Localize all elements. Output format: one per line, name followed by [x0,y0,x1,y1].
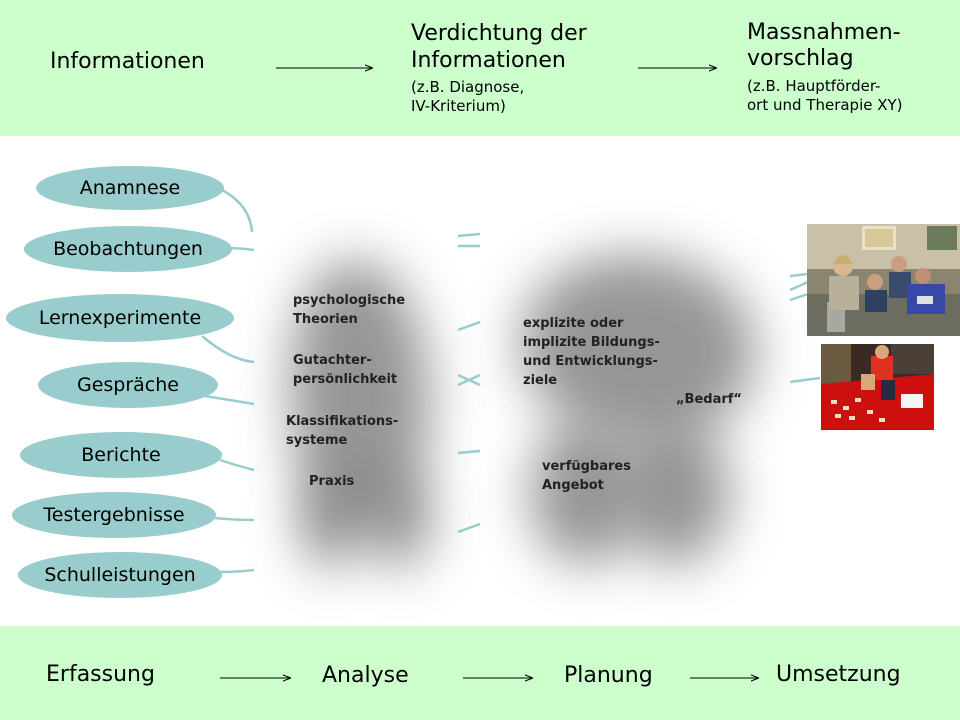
connector-mid-7 [457,522,481,534]
planning-ziele-1: explizite oder [523,316,624,331]
connector-gespraeche [204,394,255,406]
analysis-klass-2: systeme [286,433,348,448]
analysis-cloud-lobe-right [370,470,430,570]
photo-red-mat [821,344,934,430]
header-massnahmen-title-2: vorschlag [747,46,854,71]
header-massnahmen-title-1: Massnahmen- [747,20,901,45]
connector-berichte [219,458,255,472]
connector-lernexperimente [201,335,255,364]
photo-classroom [807,224,960,336]
header-informationen: Informationen [50,49,205,74]
source-schulleistungen: Schulleistungen [18,552,222,598]
header-massnahmen-sub-1: (z.B. Hauptförder- [747,77,881,95]
analysis-praxis: Praxis [309,474,355,489]
connector-mid-3 [457,320,481,332]
analysis-klass-1: Klassifikations- [286,414,399,429]
header-massnahmen-sub-2: ort und Therapie XY) [747,96,903,114]
connector-right-2 [789,280,809,292]
source-gespraeche: Gespräche [38,362,218,408]
source-berichte: Berichte [20,432,222,478]
footer-planung: Planung [564,663,653,688]
header-band [0,0,960,136]
analysis-gutachter-1: Gutachter- [293,353,372,368]
connector-right-1 [789,272,809,278]
analysis-psych-2: Theorien [293,312,358,327]
connector-schulleistungen [219,568,255,574]
analysis-psych-1: psychologische [293,293,406,308]
header-verdichtung-title-1: Verdichtung der [411,21,587,46]
header-verdichtung-sub-2: IV-Kriterium) [411,97,506,115]
planning-angebot-1: verfügbares [542,459,631,474]
planning-bedarf: „Bedarf“ [676,392,742,407]
footer-analyse: Analyse [322,663,409,688]
planning-cloud-lobe-right [620,420,730,565]
planning-angebot-2: Angebot [542,478,604,493]
connector-mid-1 [457,232,481,238]
connector-testergebnisse [214,516,255,522]
source-beobachtungen: Beobachtungen [24,226,232,272]
connector-anamnese [221,188,254,233]
source-anamnese: Anamnese [36,166,224,210]
planning-ziele-2: implizite Bildungs- [523,335,660,350]
connector-right-3 [789,292,809,302]
planning-cloud-main [520,255,755,440]
connector-right-4 [789,376,821,384]
footer-band [0,626,960,720]
source-testergebnisse: Testergebnisse [12,492,216,538]
footer-umsetzung: Umsetzung [776,662,901,687]
header-verdichtung-sub-1: (z.B. Diagnose, [411,78,525,96]
footer-erfassung: Erfassung [46,662,155,687]
source-lernexperimente: Lernexperimente [6,294,234,342]
planning-ziele-4: ziele [523,373,558,388]
connector-mid-6 [457,449,481,455]
planning-ziele-3: und Entwicklungs- [523,354,658,369]
analysis-cloud-lobe-left [300,470,360,570]
header-verdichtung-title-2: Informationen [411,48,566,73]
analysis-gutachter-2: persönlichkeit [293,372,398,387]
connector-mid-5 [457,373,481,387]
